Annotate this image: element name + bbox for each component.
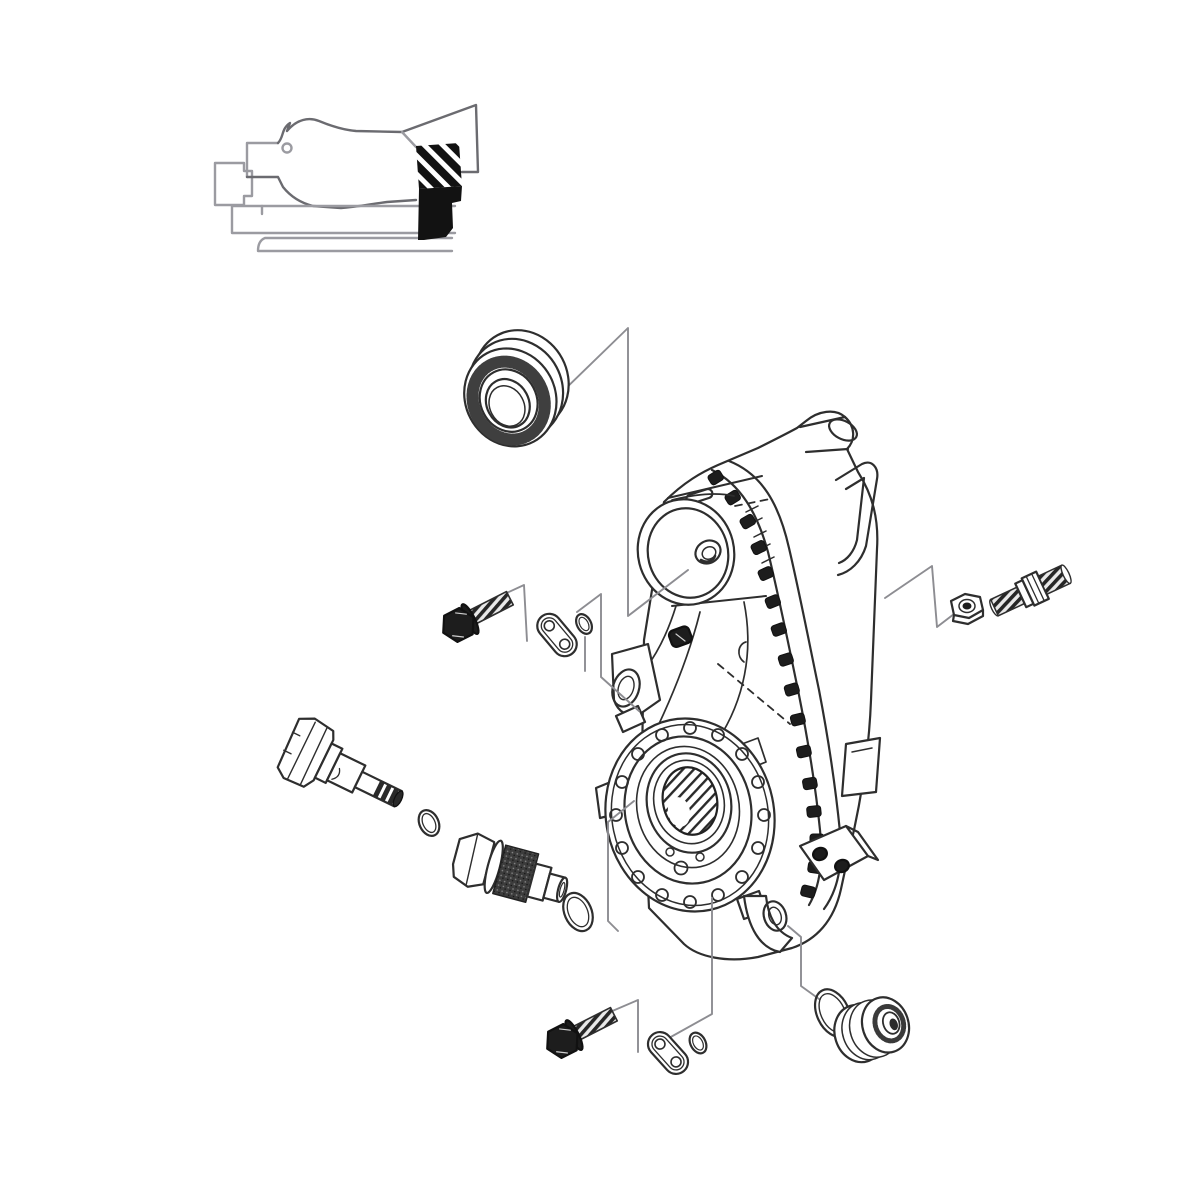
drivetrain-locator-thumbnail: [213, 103, 480, 253]
mounting-bracket: [834, 461, 879, 577]
highlight-hatched-area: [416, 143, 462, 189]
roller-bearing: [463, 329, 570, 448]
leader-plate-lower: [650, 897, 713, 1049]
locator-outline: [213, 103, 480, 253]
highlighted-transfer-case: [416, 143, 462, 240]
position-sensor: [276, 717, 404, 808]
leader-fill-plug: [787, 925, 820, 1000]
hex-flange-bolt-upper: [442, 590, 515, 644]
transfer-case-housing: [594, 410, 882, 961]
oil-fill-plug: [833, 996, 911, 1064]
right-tab: [840, 736, 882, 798]
leader-stud: [884, 565, 955, 628]
seal-ring-upper: [574, 613, 594, 635]
leader-sensor: [607, 800, 635, 932]
double-ended-stud: [989, 564, 1072, 617]
seam-bolt-row: [707, 469, 825, 899]
switch-plug: [451, 832, 569, 904]
highlight-solid-area: [418, 186, 462, 240]
input-bore: [636, 475, 767, 607]
cover-plate-upper: [536, 612, 578, 658]
oil-port-boss: [742, 894, 794, 954]
leader-bearing: [559, 327, 689, 617]
leader-plate-upper: [576, 593, 640, 712]
output-flange: [594, 704, 776, 921]
o-ring-switch: [562, 891, 594, 933]
hex-nut: [949, 592, 985, 626]
cover-plate-lower: [646, 1030, 690, 1076]
leader-bolt-lower: [609, 999, 639, 1053]
top-boss: [798, 415, 859, 454]
mount-block: [798, 824, 880, 882]
hidden-lines: [717, 498, 791, 725]
o-ring-sensor: [417, 809, 441, 837]
seal-ring-lower: [688, 1031, 708, 1055]
